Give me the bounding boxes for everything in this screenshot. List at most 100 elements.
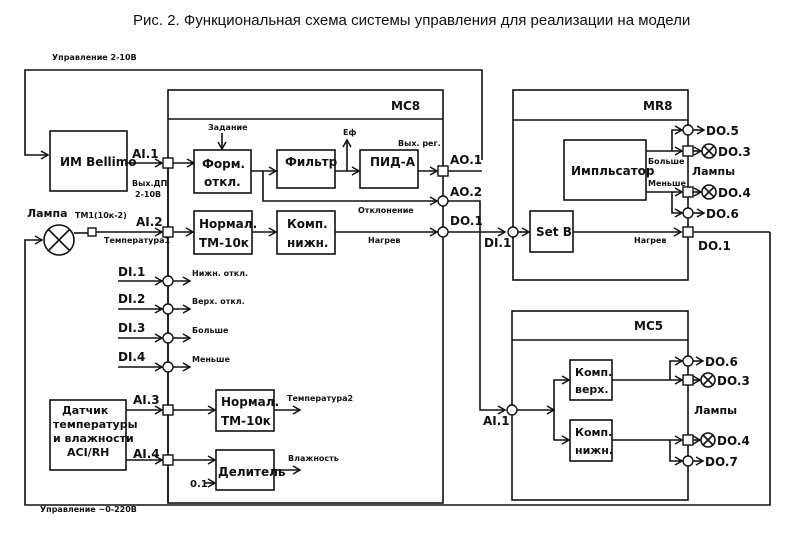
sensor-block [49,399,127,471]
ai1-node [162,157,174,169]
actuator-block [49,130,128,192]
di1-label: DI.1 [118,265,145,279]
di1-node [162,275,174,287]
comp-low-branch [669,440,684,466]
mr8-module [512,89,689,281]
di4-signal: Меньше [192,355,230,364]
comp-up-label-2: верх. [575,383,609,396]
mr8-lamps-label: Лампы [692,165,735,178]
mc5-do7-label: DO.7 [705,455,738,469]
form-label-2: откл. [204,175,241,189]
ao1-label: AO.1 [450,153,482,167]
bottom-control-wire [24,232,771,506]
ai2-node [162,226,174,238]
const-label: 0.1 [190,479,208,490]
mc5-do3-label: DO.3 [717,374,750,388]
divider-label: Делитель [218,465,286,479]
mc5-do4-node [682,434,694,446]
ai4-node [162,454,174,466]
norm2-label-1: Нормал. [221,395,279,409]
top-control-wire [24,69,483,160]
di2-signal: Верх. откл. [192,297,245,306]
comp-low-label-2: нижн. [575,444,613,457]
ao2-to-mc5 [448,200,507,415]
mc5-do4-label: DO.4 [717,434,750,448]
setb-label: Set B [536,225,572,239]
bottom-control-label: Управление ~0-220В [40,505,137,514]
ai2-label: AI.2 [136,215,163,229]
mr8-do1-node [682,226,694,238]
mr8-lamp-do3-icon [701,143,717,159]
mc5-ai1-label: AI.1 [483,414,510,428]
sensor-label-2: температуры [53,418,138,431]
more-label: Больше [648,157,685,166]
more-branch [671,125,684,151]
ai4-label: AI.4 [133,447,160,461]
filter-block [276,149,336,189]
lamp-cross-2 [47,228,71,252]
mr8-do4-node [682,186,694,198]
setpoint-label: Задание [208,123,248,132]
ao1-node [437,165,449,177]
figure-title: Рис. 2. Функциональная схема системы упр… [133,12,690,29]
less-branch [671,192,684,218]
comp-label-1: Комп. [287,217,328,231]
di3-node [162,332,174,344]
lamp-x [703,145,715,157]
sensor-label-4: ACI/RH [67,446,109,459]
mr8-do5-node [682,124,694,136]
norm1-label-2: ТМ-10к [199,236,249,250]
mc5-title: МС5 [634,319,663,333]
split-down [553,410,571,445]
lamp-x [703,186,715,198]
di3-input: DI.3 Больше [118,321,229,344]
mc5-lamp-do3-icon [700,372,716,388]
mc5-do7-node [682,455,694,467]
pid-label: ПИД-А [370,155,416,169]
di1-signal: Нижн. откл. [192,269,248,278]
lamp-icon [43,224,75,256]
di4-node [162,361,174,373]
deviation-wire [262,171,439,206]
di3-label: DI.3 [118,321,145,335]
do1-node [437,226,449,238]
ai3-node [162,404,174,416]
lamp-x [702,434,714,446]
di2-node [162,303,174,315]
comp-up-branch [669,356,684,380]
mr8-title: MR8 [643,99,673,113]
do1-label: DO.1 [450,214,483,228]
less-label: Меньше [648,179,686,188]
mr8-di1-label: DI.1 [484,236,511,250]
comp-low-label-1: Комп. [575,426,612,439]
di4-input: DI.4 Меньше [118,350,230,373]
ai1-label: AI.1 [132,147,159,161]
mr8-lamp-do4-icon [701,184,717,200]
pulser-block [563,139,647,201]
tm1-label: ТМ1(10к-2) [75,211,127,220]
di2-input: DI.2 Верх. откл. [118,292,245,315]
mc5-do6-node [682,355,694,367]
mc5-do6-label: DO.6 [705,355,738,369]
norm2-label-2: ТМ-10к [221,414,271,428]
di2-label: DI.2 [118,292,145,306]
filter-label: Фильтр [285,155,338,169]
mc5-lamp-do4-icon [700,432,716,448]
mr8-do6-node [682,207,694,219]
mr8-do3-label: DO.3 [718,145,751,159]
mr8-do4-label: DO.4 [718,186,751,200]
humidity-label: Влажность [288,454,339,463]
mr8-heating-label: Нагрев [634,236,667,245]
mr8-do5-label: DO.5 [706,124,739,138]
mr8-do1-label: DO.1 [698,239,731,253]
temp2-label: Температура2 [287,394,353,403]
tm1-sensor-node [87,227,97,237]
lamp-label: Лампа [27,207,68,220]
ai2-sub: Температура1 [104,236,170,245]
di4-label: DI.4 [118,350,145,364]
ai1-sub2: 2-10В [135,190,161,199]
reg-out-label: Вых. рег. [398,139,441,148]
ao2-node [437,195,449,207]
deviation-label: Отклонение [358,206,414,215]
